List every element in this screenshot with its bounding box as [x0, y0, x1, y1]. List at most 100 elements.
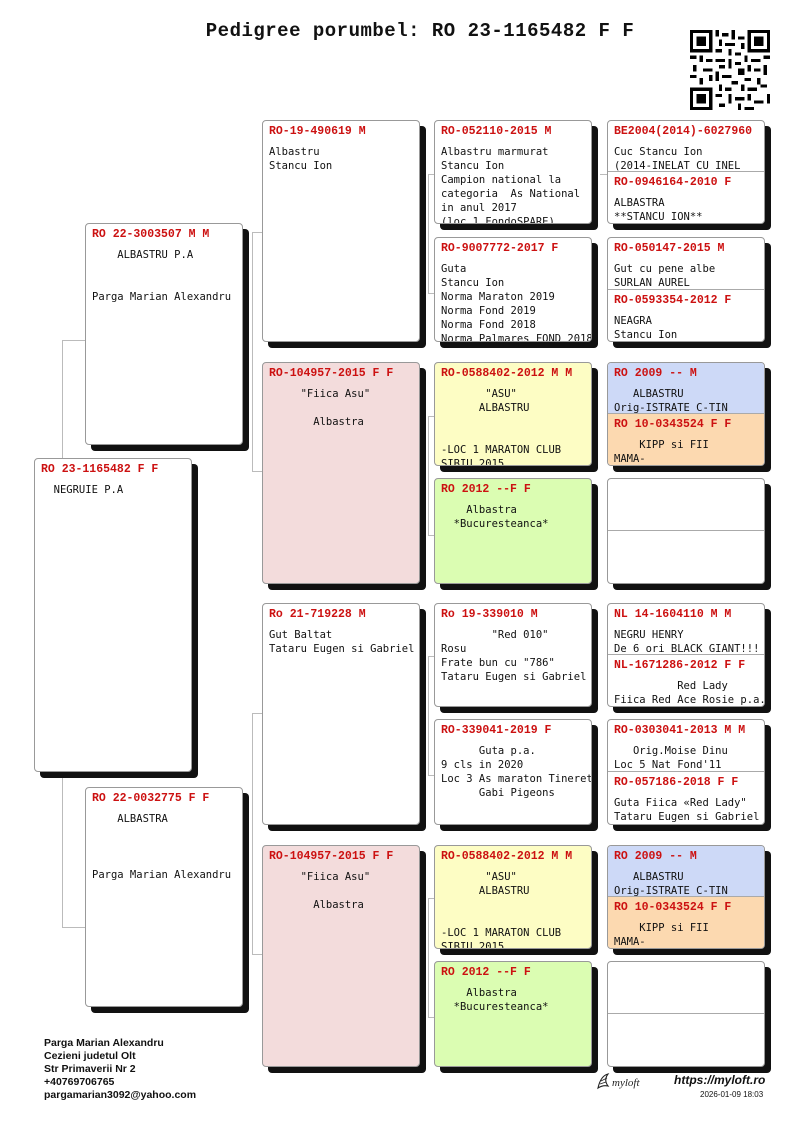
page-title: Pedigree porumbel: RO 23-1165482 F F	[205, 20, 635, 42]
ancestor-pair-card: RO-0303041-2013 M M Orig.Moise Dinu Loc …	[607, 719, 765, 825]
pigeon-info: "ASU" ALBASTRU -LOC 1 MARATON CLUB SIBIU…	[441, 871, 562, 949]
ancestor-slot[interactable]: RO 2009 -- M ALBASTRU Orig-ISTRATE C-TIN	[608, 363, 764, 414]
pigeon-info: Albastru Stancu Ion	[269, 146, 333, 172]
great-grandparent-card[interactable]: RO-9007772-2017 F Guta Stancu Ion Norma …	[434, 237, 592, 342]
ring-number: RO-339041-2019 F	[441, 724, 552, 737]
ancestor-slot[interactable]: BE2004(2014)-6027960 Cuc Stancu Ion (201…	[608, 121, 764, 172]
grandparent-card[interactable]: Ro 21-719228 M Gut Baltat Tataru Eugen s…	[262, 603, 420, 825]
ancestor-slot[interactable]: RO 10-0343524 F F KIPP si FII MAMA-	[608, 414, 764, 465]
ancestor-slot[interactable]: NL 14-1604110 M M NEGRU HENRY De 6 ori B…	[608, 604, 764, 655]
connector-line	[428, 898, 435, 1018]
print-date: 2026-01-09 18:03	[700, 1090, 764, 1099]
great-grandparent-card[interactable]: RO-339041-2019 F Guta p.a. 9 cls in 2020…	[434, 719, 592, 825]
pigeon-info: ALBASTRU Orig-ISTRATE C-TIN	[614, 871, 728, 897]
pigeon-info: NEAGRA Stancu Ion	[614, 314, 678, 341]
pigeon-info: Guta Stancu Ion Norma Maraton 2019 Norma…	[441, 263, 592, 342]
ancestor-slot[interactable]	[608, 479, 764, 531]
ring-number: Ro 19-339010 M	[441, 608, 538, 621]
ring-number: NL-1671286-2012 F F	[614, 659, 746, 672]
connector-line	[428, 416, 435, 536]
owner-phone: +40769706765	[44, 1076, 115, 1088]
owner-email[interactable]: pargamarian3092@yahoo.com	[44, 1089, 197, 1101]
ring-number: RO-19-490619 M	[269, 125, 366, 138]
ancestor-slot[interactable]: RO-0303041-2013 M M Orig.Moise Dinu Loc …	[608, 720, 764, 772]
ring-number: RO-0946164-2010 F	[614, 176, 732, 189]
grandparent-card[interactable]: RO-104957-2015 F F "Fiica Asu" Albastra	[262, 845, 420, 1067]
ring-number: RO-0588402-2012 M M	[441, 367, 573, 380]
ring-number: NL 14-1604110 M M	[614, 608, 732, 621]
pigeon-info: KIPP si FII MAMA-	[614, 922, 709, 948]
owner-contact: Parga Marian Alexandru Cezieni judetul O…	[44, 1037, 196, 1102]
pigeon-info: Guta Fiica «Red Lady" Tataru Eugen si Ga…	[614, 797, 760, 823]
owner-address-line: Str Primaverii Nr 2	[44, 1063, 136, 1075]
ring-number: RO-0588402-2012 M M	[441, 850, 573, 863]
pigeon-info: Albastru marmurat Stancu Ion Campion nat…	[441, 146, 581, 224]
pigeon-info: Red Lady Fiica Red Ace Rosie p.a.	[614, 680, 764, 706]
ancestor-pair-card: RO-050147-2015 M Gut cu pene albe SURLAN…	[607, 237, 765, 342]
ring-number: RO 22-3003507 M M	[92, 228, 210, 241]
great-grandparent-card[interactable]: RO-0588402-2012 M M "ASU" ALBASTRU -LOC …	[434, 362, 592, 466]
ancestor-slot[interactable]: RO 10-0343524 F F KIPP si FII MAMA-	[608, 897, 764, 948]
ring-number: RO 10-0343524 F F	[614, 901, 732, 914]
pigeon-info: "Fiica Asu" Albastra	[300, 871, 371, 911]
pigeon-info: Gut Baltat Tataru Eugen si Gabriel	[269, 629, 415, 655]
ancestor-slot[interactable]: RO-057186-2018 F F Guta Fiica «Red Lady"…	[608, 772, 764, 824]
subject-card[interactable]: RO 23-1165482 F F NEGRUIE P.A	[34, 458, 192, 772]
pigeon-info: NEGRUIE P.A	[41, 484, 124, 496]
website-link[interactable]: https://myloft.ro	[674, 1073, 766, 1087]
grandparent-card[interactable]: RO-104957-2015 F F "Fiica Asu" Albastra	[262, 362, 420, 584]
ring-number: RO 23-1165482 F F	[41, 463, 159, 476]
logo-text: myloft	[612, 1077, 640, 1089]
pigeon-info: ALBASTRA Parga Marian Alexandru	[92, 813, 232, 881]
great-grandparent-card[interactable]: RO 2012 --F F Albastra *Bucuresteanca*	[434, 961, 592, 1067]
owner-address-line: Cezieni judetul Olt	[44, 1050, 136, 1062]
connector-line	[600, 174, 607, 175]
pigeon-info: NEGRU HENRY De 6 ori BLACK GIANT!!!	[614, 629, 760, 655]
ring-number: RO 2012 --F F	[441, 966, 531, 979]
pigeon-info: ALBASTRU P.A Parga Marian Alexandru	[92, 249, 232, 303]
sire-card[interactable]: RO 22-3003507 M M ALBASTRU P.A Parga Mar…	[85, 223, 243, 445]
ancestor-slot[interactable]: NL-1671286-2012 F F Red Lady Fiica Red A…	[608, 655, 764, 706]
ring-number: RO-0593354-2012 F	[614, 293, 732, 307]
ring-number: RO-104957-2015 F F	[269, 367, 394, 380]
ancestor-slot[interactable]: RO-0593354-2012 F NEAGRA Stancu Ion	[608, 290, 764, 342]
great-grandparent-card[interactable]: RO-052110-2015 M Albastru marmurat Stanc…	[434, 120, 592, 224]
ancestor-slot[interactable]	[608, 962, 764, 1014]
dam-card[interactable]: RO 22-0032775 F F ALBASTRA Parga Marian …	[85, 787, 243, 1007]
ring-number: Ro 21-719228 M	[269, 608, 366, 621]
ring-number: RO 22-0032775 F F	[92, 792, 210, 805]
ring-number: RO-052110-2015 M	[441, 125, 552, 138]
grandparent-card[interactable]: RO-19-490619 M Albastru Stancu Ion	[262, 120, 420, 342]
qr-code-icon	[690, 30, 770, 110]
ancestor-pair-card: NL 14-1604110 M M NEGRU HENRY De 6 ori B…	[607, 603, 765, 707]
ancestor-slot[interactable]	[608, 531, 764, 583]
ancestor-slot[interactable]: RO-0946164-2010 F ALBASTRA **STANCU ION*…	[608, 172, 764, 223]
ancestor-slot[interactable]	[608, 1014, 764, 1066]
great-grandparent-card[interactable]: RO 2012 --F F Albastra *Bucuresteanca*	[434, 478, 592, 584]
ancestor-pair-card	[607, 961, 765, 1067]
ancestor-slot[interactable]: RO-050147-2015 M Gut cu pene albe SURLAN…	[608, 238, 764, 290]
ring-number: RO-9007772-2017 F	[441, 242, 559, 255]
owner-name: Parga Marian Alexandru	[44, 1037, 164, 1049]
ring-number: RO 2012 --F F	[441, 483, 531, 496]
great-grandparent-card[interactable]: Ro 19-339010 M "Red 010" Rosu Frate bun …	[434, 603, 592, 707]
ring-number: RO-050147-2015 M	[614, 242, 725, 255]
pigeon-info: Gut cu pene albe SURLAN AUREL	[614, 263, 716, 289]
ring-number: BE2004(2014)-6027960	[614, 125, 753, 138]
great-grandparent-card[interactable]: RO-0588402-2012 M M "ASU" ALBASTRU -LOC …	[434, 845, 592, 949]
ring-number: RO 2009 -- M	[614, 850, 697, 863]
pigeon-info: Cuc Stancu Ion (2014-INELAT CU INEL	[614, 146, 741, 172]
pigeon-info: "Red 010" Rosu Frate bun cu "786" Tataru…	[441, 629, 587, 683]
ring-number: RO 10-0343524 F F	[614, 418, 732, 431]
connector-line	[252, 232, 263, 472]
pigeon-info: Albastra *Bucuresteanca*	[453, 987, 549, 1013]
ancestor-slot[interactable]: RO 2009 -- M ALBASTRU Orig-ISTRATE C-TIN	[608, 846, 764, 897]
ring-number: RO-104957-2015 F F	[269, 850, 394, 863]
pigeon-info: "Fiica Asu" Albastra	[300, 388, 371, 428]
ring-number: RO-057186-2018 F F	[614, 776, 739, 789]
ancestor-pair-card: BE2004(2014)-6027960 Cuc Stancu Ion (201…	[607, 120, 765, 224]
ring-number: RO 2009 -- M	[614, 367, 697, 380]
pigeon-info: ALBASTRU Orig-ISTRATE C-TIN	[614, 388, 728, 414]
pigeon-info: ALBASTRA **STANCU ION**	[614, 197, 703, 223]
pigeon-info: Albastra *Bucuresteanca*	[453, 504, 549, 530]
